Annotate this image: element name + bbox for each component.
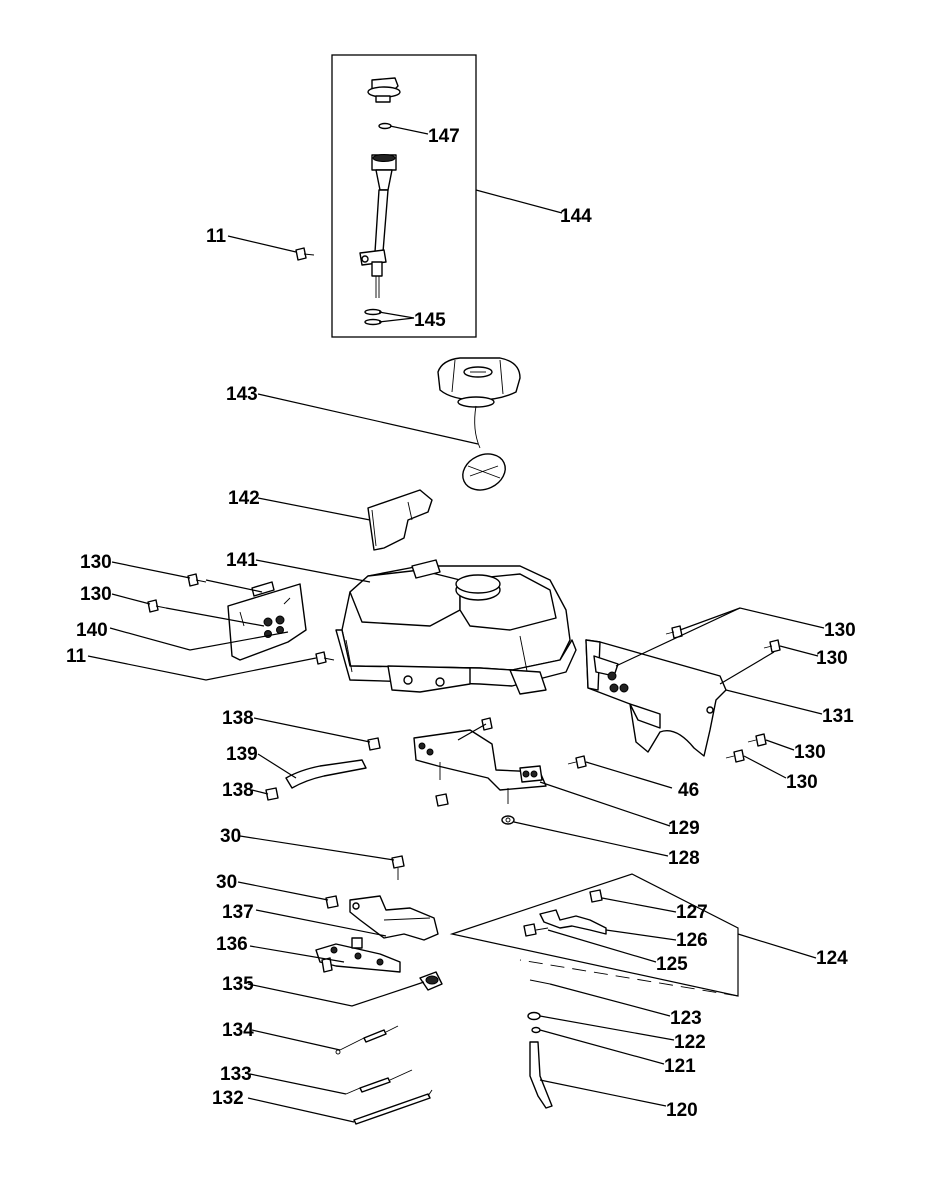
- rod-132: [353, 1089, 433, 1125]
- throttle-bracket-136: [315, 937, 401, 973]
- spring-134: [335, 1025, 399, 1055]
- bolt-11-top: [295, 247, 315, 261]
- label-133: 133: [220, 1064, 252, 1085]
- bolt-130-d: [763, 639, 781, 653]
- label-140: 140: [76, 620, 108, 641]
- label-130-a: 130: [80, 552, 112, 573]
- label-141: 141: [226, 550, 258, 571]
- dipstick-assembly: [359, 77, 401, 326]
- dipstick-assembly-box: [331, 54, 477, 338]
- bolt-46: [567, 755, 587, 769]
- label-130-d: 130: [816, 648, 848, 669]
- label-125: 125: [656, 954, 688, 975]
- label-11-mid: 11: [66, 646, 87, 667]
- right-shield-131: [585, 639, 727, 757]
- part-126: [539, 909, 607, 935]
- bolt-130-a: [187, 573, 207, 587]
- bolt-130-e: [747, 733, 767, 747]
- group-124-outline: [449, 873, 739, 997]
- label-30-a: 30: [220, 826, 241, 847]
- label-127: 127: [676, 902, 708, 923]
- label-120: 120: [666, 1100, 698, 1121]
- bracket-129: [413, 717, 547, 807]
- knob-135: [419, 971, 443, 991]
- label-144: 144: [560, 206, 592, 227]
- label-137: 137: [222, 902, 254, 923]
- label-145: 145: [414, 310, 446, 331]
- part-123: [529, 979, 551, 985]
- bolt-11-mid: [315, 651, 335, 665]
- nut-128: [501, 815, 515, 825]
- label-138-top: 138: [222, 708, 254, 729]
- label-130-f: 130: [786, 772, 818, 793]
- label-121: 121: [664, 1056, 696, 1077]
- part-127: [589, 889, 603, 903]
- label-131: 131: [822, 706, 854, 727]
- label-136: 136: [216, 934, 248, 955]
- washer-122: [527, 1011, 541, 1021]
- label-130-b: 130: [80, 584, 112, 605]
- nut-30: [325, 895, 339, 909]
- label-130-e: 130: [794, 742, 826, 763]
- label-123: 123: [670, 1008, 702, 1029]
- fuel-tank: [335, 559, 577, 695]
- label-30-b: 30: [216, 872, 237, 893]
- label-122: 122: [674, 1032, 706, 1053]
- fuel-cap: [437, 357, 521, 491]
- label-138-bottom: 138: [222, 780, 254, 801]
- clamp-138-bottom: [265, 787, 279, 801]
- bolt-130-c: [665, 625, 683, 639]
- label-124: 124: [816, 948, 848, 969]
- label-128: 128: [668, 848, 700, 869]
- label-135: 135: [222, 974, 254, 995]
- fuel-line-139: [285, 759, 367, 789]
- label-130-c: 130: [824, 620, 856, 641]
- label-147: 147: [428, 126, 460, 147]
- bracket-142: [367, 489, 433, 551]
- label-143: 143: [226, 384, 258, 405]
- label-132: 132: [212, 1088, 244, 1109]
- label-46: 46: [678, 780, 699, 801]
- control-lever-137: [349, 895, 439, 941]
- bolt-130-b: [147, 599, 167, 613]
- lever-120: [529, 1041, 553, 1109]
- label-134: 134: [222, 1020, 254, 1041]
- part-125: [523, 923, 549, 937]
- spring-133: [345, 1069, 413, 1095]
- left-shield-140: [227, 581, 307, 661]
- label-126: 126: [676, 930, 708, 951]
- clamp-138-top: [367, 737, 381, 751]
- label-139: 139: [226, 744, 258, 765]
- label-11-top: 11: [206, 226, 227, 247]
- label-142: 142: [228, 488, 260, 509]
- bolt-130-f: [725, 749, 745, 763]
- label-129: 129: [668, 818, 700, 839]
- bolt-30: [391, 855, 405, 880]
- washer-121: [531, 1026, 541, 1034]
